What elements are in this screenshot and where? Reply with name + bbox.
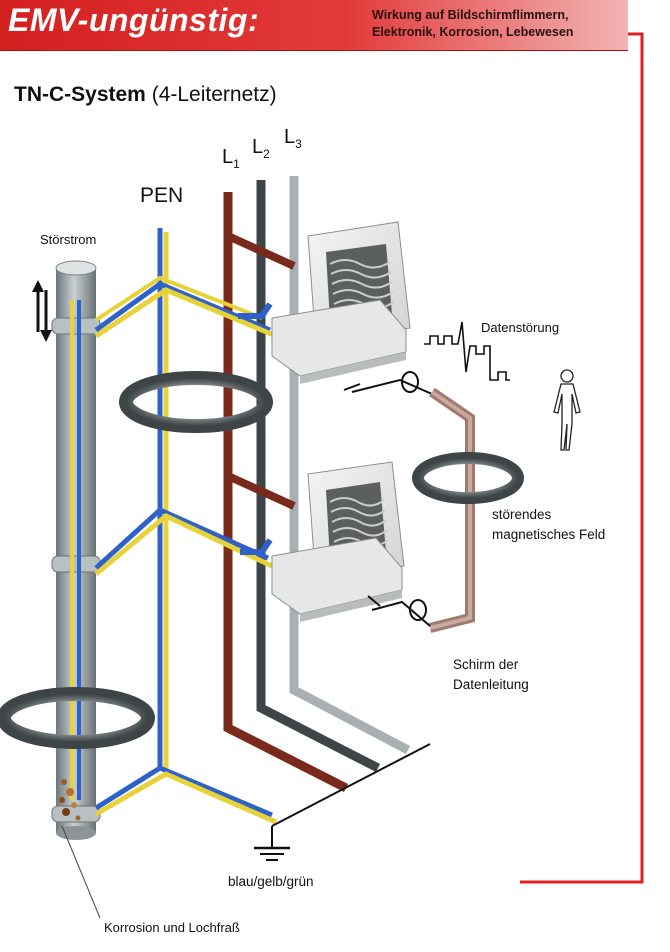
- water-pipe: [51, 260, 101, 840]
- label-magnetic-field: störendes magnetisches Feld: [492, 505, 605, 545]
- header-banner: EMV-ungünstig: Wirkung auf Bildschirmfli…: [0, 0, 628, 51]
- label-l2-sub: 2: [263, 147, 270, 161]
- current-arrows: [32, 280, 52, 342]
- corrosion-spots: [59, 779, 81, 821]
- label-datenstoerung: Datenstörung: [481, 320, 560, 335]
- label-pen: PEN: [140, 184, 184, 207]
- disturbance-waveform: [424, 321, 510, 381]
- label-l3-sub: 3: [295, 137, 302, 151]
- pen-toroid: [119, 371, 273, 433]
- label-earth: blau/gelb/grün: [228, 874, 314, 889]
- label-l2: L2: [252, 136, 270, 161]
- system-type: (4-Leiternetz): [151, 83, 277, 106]
- pen-conductor: [94, 228, 277, 825]
- label-l1: L1: [222, 146, 240, 171]
- conductor-l1: [223, 192, 349, 793]
- pipe-toroid: [0, 687, 155, 749]
- header-title: EMV-ungünstig:: [8, 2, 260, 38]
- label-shield-line2: Datenleitung: [453, 677, 529, 692]
- header-subtitle-line2: Elektronik, Korrosion, Lebewesen: [372, 25, 574, 39]
- system-name: TN-C-System: [14, 83, 146, 106]
- conductor-l2: [256, 180, 381, 773]
- label-l3-main: L: [284, 126, 296, 148]
- label-l1-sub: 1: [233, 157, 240, 171]
- label-magnetic-field-line1: störendes: [492, 507, 552, 522]
- label-corrosion: Korrosion und Lochfraß: [104, 920, 240, 935]
- data-cable: [343, 371, 475, 633]
- corrosion-leader: [61, 825, 101, 919]
- label-l2-main: L: [252, 136, 264, 158]
- label-shield-line1: Schirm der: [453, 657, 519, 672]
- label-magnetic-field-line2: magnetisches Feld: [492, 527, 606, 542]
- header-subtitle: Wirkung auf Bildschirmflimmern, Elektron…: [372, 7, 622, 41]
- human-icon: [553, 369, 581, 451]
- field-toroid: [412, 452, 524, 504]
- label-l1-main: L: [222, 146, 234, 168]
- system-title: TN-C-System (4-Leiternetz): [14, 83, 277, 107]
- monitor-2: [271, 461, 405, 622]
- label-l3: L3: [284, 126, 302, 151]
- header-subtitle-line1: Wirkung auf Bildschirmflimmern,: [372, 8, 569, 22]
- label-stoerstrom: Störstrom: [40, 232, 97, 247]
- earth-terminal: [254, 743, 431, 861]
- monitor-1: [271, 221, 411, 384]
- label-shield: Schirm der Datenleitung: [453, 655, 529, 695]
- frame-line: [520, 32, 644, 884]
